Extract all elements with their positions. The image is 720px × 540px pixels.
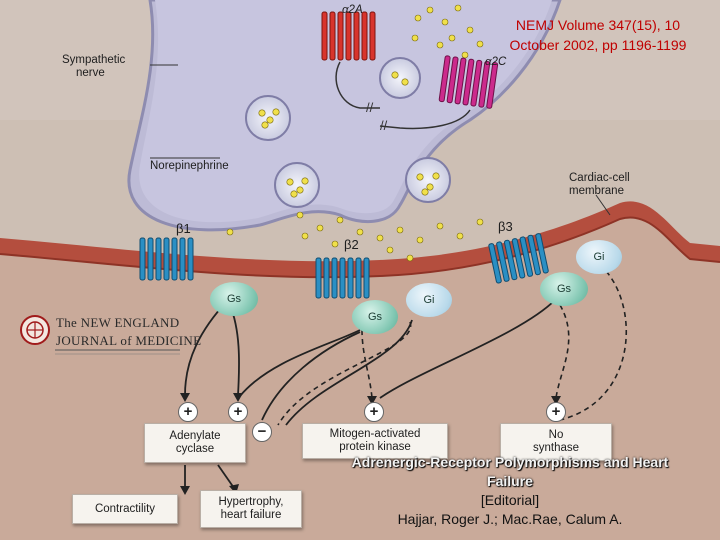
label-alpha2c: α2C <box>485 56 507 68</box>
beta1-receptor <box>139 237 194 281</box>
journal-logo-line-2: JOURNAL of MEDICINE <box>56 333 202 348</box>
label-beta2: β2 <box>344 237 359 252</box>
mapk-line-2: protein kinase <box>339 441 411 453</box>
citation-line-2: October 2002, pp 1196-1199 <box>509 37 687 53</box>
mapk-line-1: Mitogen-activated <box>329 428 421 440</box>
svg-text://: // <box>380 118 388 133</box>
footer-title-line-1: Adrenergic-Receptor Polymorphisms and He… <box>351 454 669 470</box>
citation: NEMJ Volume 347(15), 10 October 2002, pp… <box>476 15 720 55</box>
label-cardiac-cell: Cardiac-cell <box>569 172 630 184</box>
beta3-receptor <box>488 233 549 284</box>
label-sympathetic: Sympathetic <box>62 54 126 66</box>
label-sympathetic-nerve: Sympathetic nerve <box>62 54 125 80</box>
gs-protein-beta3: Gs <box>540 272 588 306</box>
label-norepinephrine: Norepinephrine <box>150 160 229 172</box>
article-footer: Adrenergic-Receptor Polymorphisms and He… <box>300 453 720 529</box>
gs-protein-beta1: Gs <box>210 282 258 316</box>
alpha2a-receptor <box>321 11 376 61</box>
label-membrane: membrane <box>569 185 624 197</box>
plus-sign-4: + <box>546 402 566 422</box>
adenylate-cyclase-box: Adenylate cyclase <box>144 423 246 463</box>
label-beta3: β3 <box>498 219 513 234</box>
plus-sign-2: + <box>228 402 248 422</box>
mapk-box: Mitogen-activated protein kinase <box>302 423 448 459</box>
norepinephrine-molecules <box>226 4 484 262</box>
label-cardiac-membrane: Cardiac-cell membrane <box>569 172 630 198</box>
journal-logo-line-1: The NEW ENGLAND <box>56 315 180 330</box>
hypertrophy-line-2: heart failure <box>220 509 282 521</box>
plus-sign-3: + <box>364 402 384 422</box>
adenylate-line-2: cyclase <box>175 443 215 455</box>
adenylate-line-1: Adenylate <box>169 430 221 442</box>
journal-seal-logo <box>20 315 50 345</box>
footer-title-line-2: Failure <box>487 473 533 489</box>
plus-sign-1: + <box>178 402 198 422</box>
svg-text://: // <box>366 100 374 115</box>
gi-protein-beta3: Gi <box>576 240 622 274</box>
label-nerve: nerve <box>76 67 105 79</box>
no-synthase-line-2: synthase <box>532 442 580 454</box>
footer-type: [Editorial] <box>480 492 540 508</box>
gs-protein-beta2: Gs <box>352 300 398 334</box>
hypertrophy-box: Hypertrophy, heart failure <box>200 490 302 528</box>
citation-line-1: NEMJ Volume 347(15), 10 <box>515 17 681 33</box>
alpha2c-receptor <box>438 55 499 109</box>
no-synthase-line-1: No <box>548 429 564 441</box>
contractility-box: Contractility <box>72 494 178 524</box>
beta2-receptor <box>315 257 370 299</box>
hypertrophy-line-1: Hypertrophy, <box>218 496 284 508</box>
journal-logo: The NEW ENGLAND JOURNAL of MEDICINE <box>56 314 201 350</box>
minus-sign: − <box>252 422 272 442</box>
label-alpha2a: α2A <box>342 4 363 16</box>
label-beta1: β1 <box>176 221 191 236</box>
footer-authors: Hajjar, Roger J.; Mac.Rae, Calum A. <box>397 511 623 527</box>
no-synthase-box: No synthase <box>500 423 612 461</box>
gi-protein-beta2: Gi <box>406 283 452 317</box>
